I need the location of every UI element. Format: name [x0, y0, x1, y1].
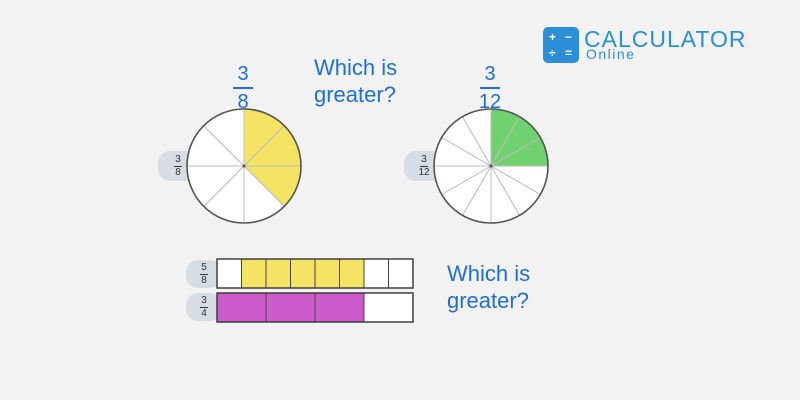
pie2-slice — [489, 165, 549, 196]
bar1-outline — [216, 258, 414, 289]
pie2-outline — [433, 108, 549, 224]
bar1-cell — [363, 258, 389, 289]
pie1-denominator: 8 — [237, 91, 249, 113]
bar2-cell — [216, 292, 267, 323]
pie2-slice — [489, 115, 542, 168]
bar1-cell — [314, 258, 340, 289]
pie2-slice — [489, 164, 542, 217]
calculator-logo-icon: + − ÷ = — [543, 27, 579, 63]
plus-glyph: + — [549, 30, 557, 44]
bar1-cell — [241, 258, 267, 289]
pie1-slice — [243, 164, 286, 224]
pie1-fraction-label: 3 8 — [218, 64, 268, 112]
question-bottom: Which is greater? — [447, 261, 531, 313]
fraction-bar — [233, 87, 253, 89]
minus-glyph: − — [565, 30, 573, 44]
pie2-slice — [461, 164, 492, 224]
bar2-side-label: 3 4 — [186, 293, 222, 321]
pie1-slice — [202, 108, 245, 168]
bar1-cell — [265, 258, 291, 289]
brand-sub: Online — [586, 46, 636, 62]
pie2-slice — [461, 108, 492, 168]
fraction-bar — [200, 274, 208, 275]
pie1-side-label: 3 8 — [158, 151, 198, 181]
bar1-cell — [339, 258, 365, 289]
pie2-side-numerator: 3 — [421, 154, 427, 165]
equals-glyph: = — [565, 46, 573, 60]
bar1-side-numerator: 5 — [201, 262, 207, 273]
bar2-side-numerator: 3 — [201, 295, 207, 306]
pie2-slice — [440, 164, 493, 217]
fraction-bar — [420, 166, 428, 167]
pie1-outline — [186, 108, 302, 224]
bar2-side-denominator: 4 — [201, 308, 207, 319]
bar2-cell — [265, 292, 316, 323]
brand-name: CALCULATOR — [584, 26, 747, 52]
pie1-slice — [202, 164, 245, 224]
bar1-side-label: 5 8 — [186, 260, 222, 288]
pie2-numerator: 3 — [484, 63, 496, 85]
pie1-slice — [242, 124, 302, 167]
divide-glyph: ÷ — [549, 46, 556, 60]
pie2-side-denominator: 12 — [418, 167, 430, 178]
pie1-numerator: 3 — [237, 63, 249, 85]
pie1-center — [242, 164, 246, 168]
pie2-fraction-label: 3 12 — [465, 64, 515, 112]
fraction-bar — [200, 307, 208, 308]
bar1-cell — [290, 258, 316, 289]
question-top: Which is greater? — [314, 55, 398, 107]
pie1-side-denominator: 8 — [175, 167, 181, 178]
bar1-cell — [388, 258, 414, 289]
bar2-cell — [363, 292, 414, 323]
pie2-slice — [440, 115, 493, 168]
pie2-slice — [489, 136, 549, 167]
pie2-denominator: 12 — [478, 91, 502, 113]
bar2-cell — [314, 292, 365, 323]
pie2-slice — [490, 108, 521, 168]
bar1-side-denominator: 8 — [201, 275, 207, 286]
pie2-slice — [490, 164, 521, 224]
fraction-bar — [480, 87, 500, 89]
pie2-center — [489, 164, 493, 168]
pie2-side-label: 3 12 — [404, 151, 444, 181]
pie1-slice — [242, 165, 302, 208]
fraction-bar — [174, 166, 182, 167]
bar2-outline — [216, 292, 414, 323]
pie1-slice — [243, 108, 286, 168]
pie1-side-numerator: 3 — [175, 154, 181, 165]
